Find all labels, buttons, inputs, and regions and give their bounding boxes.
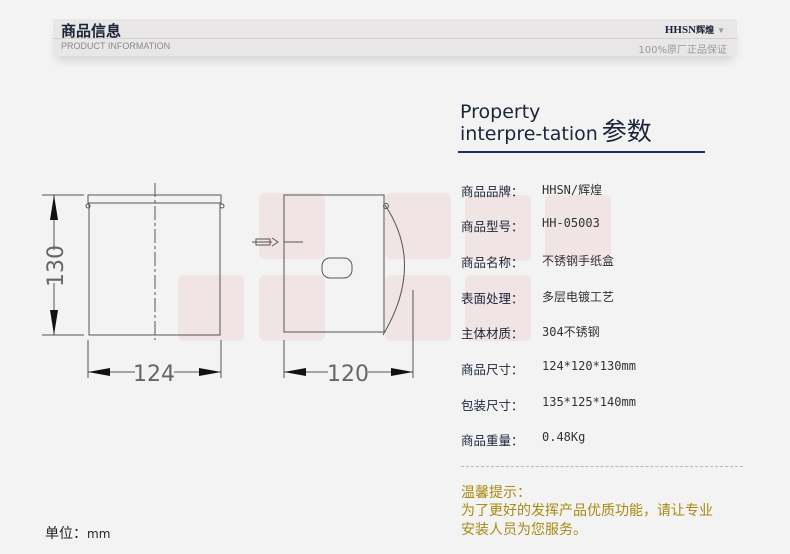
dim-width-side: 120: [327, 362, 369, 387]
spec-label: 商品尺寸：: [461, 362, 524, 377]
spec-row: 表面处理： 多层电镀工艺: [461, 288, 614, 307]
spec-value: HHSN/辉煌: [542, 183, 603, 197]
brand-logo: HHSN辉煌▼: [665, 23, 725, 36]
title-en-1: Property: [460, 101, 541, 123]
side-door-arc: [382, 204, 405, 336]
watermark: [465, 275, 531, 341]
tip-line-1: 为了更好的发挥产品优质功能，请让专业: [461, 503, 713, 519]
wall-plug: [252, 237, 303, 247]
spec-value: 0.48Kg: [542, 430, 586, 444]
dashed-divider: [461, 466, 743, 467]
spec-value: 124*120*130mm: [542, 359, 636, 373]
spec-value: 多层电镀工艺: [542, 290, 615, 304]
watermark: [465, 195, 531, 261]
brand-name: HHSN: [664, 24, 697, 36]
divider: [53, 38, 737, 39]
spec-label: 表面处理：: [461, 291, 524, 306]
unit-value: mm: [87, 527, 111, 541]
spec-label: 商品品牌：: [461, 184, 524, 199]
title-en-2: interpre-tation: [460, 123, 598, 145]
side-body: [283, 194, 385, 333]
unit-note: 单位：mm: [45, 523, 110, 543]
spec-row: 商品重量： 0.48Kg: [461, 430, 585, 449]
title-rule: [458, 151, 705, 153]
spec-label: 商品型号：: [461, 219, 524, 234]
spec-row: 商品型号： HH-05003: [461, 216, 600, 235]
unit-label: 单位：: [45, 526, 87, 542]
watermark: [259, 275, 325, 341]
brand-name-cn: 辉煌: [696, 25, 715, 35]
tip-line-2: 安装人员为您服务。: [461, 522, 587, 538]
watermark: [545, 195, 611, 261]
spec-value: 135*125*140mm: [542, 395, 636, 409]
spec-value: HH-05003: [542, 216, 600, 230]
spec-row: 主体材质： 304不锈钢: [461, 323, 600, 342]
watermark: [259, 193, 325, 259]
title-cn: 参数: [601, 117, 652, 146]
spec-row: 包装尺寸： 135*125*140mm: [461, 395, 636, 414]
header-bar: 商品信息 PRODUCT INFORMATION HHSN辉煌▼ 100%原厂正…: [53, 19, 737, 56]
spec-value: 不锈钢手纸盒: [542, 254, 615, 268]
watermark: [178, 275, 244, 341]
header-title: 商品信息: [61, 22, 122, 40]
dim-width-front: 124: [133, 362, 175, 387]
spec-row: 商品品牌： HHSN/辉煌: [461, 181, 602, 200]
spec-row: 商品名称： 不锈钢手纸盒: [461, 252, 614, 271]
spec-row: 商品尺寸： 124*120*130mm: [461, 359, 636, 378]
spec-label: 包装尺寸：: [461, 398, 524, 413]
spec-label: 主体材质：: [461, 326, 524, 341]
tip-title: 温馨提示：: [461, 485, 531, 501]
side-slot: [321, 257, 353, 279]
spec-value: 304不锈钢: [542, 325, 600, 339]
spec-label: 商品名称：: [461, 255, 524, 270]
header-subtitle: PRODUCT INFORMATION: [61, 41, 171, 51]
guarantee-text: 100%原厂正品保证: [638, 45, 727, 56]
dim-height: 130: [44, 245, 69, 287]
triangle-down-icon: ▼: [717, 26, 725, 35]
spec-label: 商品重量：: [461, 433, 524, 448]
